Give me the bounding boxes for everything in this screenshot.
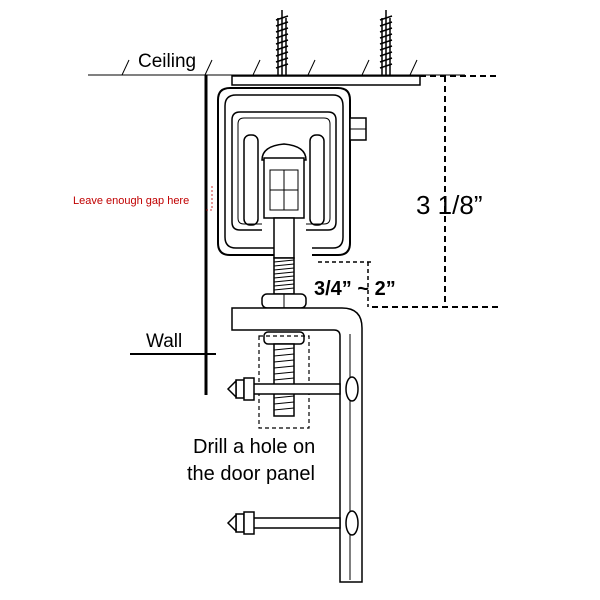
wall-label: Wall (146, 331, 182, 352)
track-channel (231, 111, 337, 231)
drill-instruction-line2: the door panel (187, 463, 315, 485)
ceiling-screw-left (275, 10, 289, 76)
dimension-total (372, 75, 498, 308)
door-bracket (231, 307, 363, 583)
dimension-gap (318, 261, 372, 307)
through-bolt-upper (226, 377, 341, 401)
gap-note: Leave enough gap here (73, 184, 213, 211)
track-channel-inner (237, 117, 331, 225)
wall: Wall (130, 75, 216, 395)
ceiling-hatching (121, 59, 418, 76)
dimension-gap-label: 3/4” ~ 2” (314, 278, 396, 300)
drill-instruction-line1: Drill a hole on (193, 436, 315, 458)
bracket-bolt-head-upper (345, 376, 359, 402)
drill-hole-outline (258, 335, 310, 429)
gap-note-bracket (206, 184, 213, 211)
roller-wheel-left (243, 134, 259, 226)
threaded-rod (261, 257, 307, 417)
dimension-total-label: 3 1/8” (416, 190, 483, 220)
gap-note-label: Leave enough gap here (73, 195, 189, 207)
trolley-cap (261, 143, 307, 161)
track-outer-profile (217, 87, 351, 256)
bracket-bolt-head-lower (345, 510, 359, 536)
roller-wheel-right (309, 134, 325, 226)
ceiling-screw-right (379, 10, 393, 76)
trolley-stem (273, 217, 295, 259)
mounting-plate (231, 75, 421, 86)
ceiling: Ceiling (88, 51, 465, 76)
track-assembly (217, 75, 421, 259)
hex-nut-lower (263, 331, 305, 345)
through-bolt-lower (226, 511, 341, 535)
track-inner-profile (224, 94, 344, 249)
ceiling-label: Ceiling (138, 51, 196, 72)
